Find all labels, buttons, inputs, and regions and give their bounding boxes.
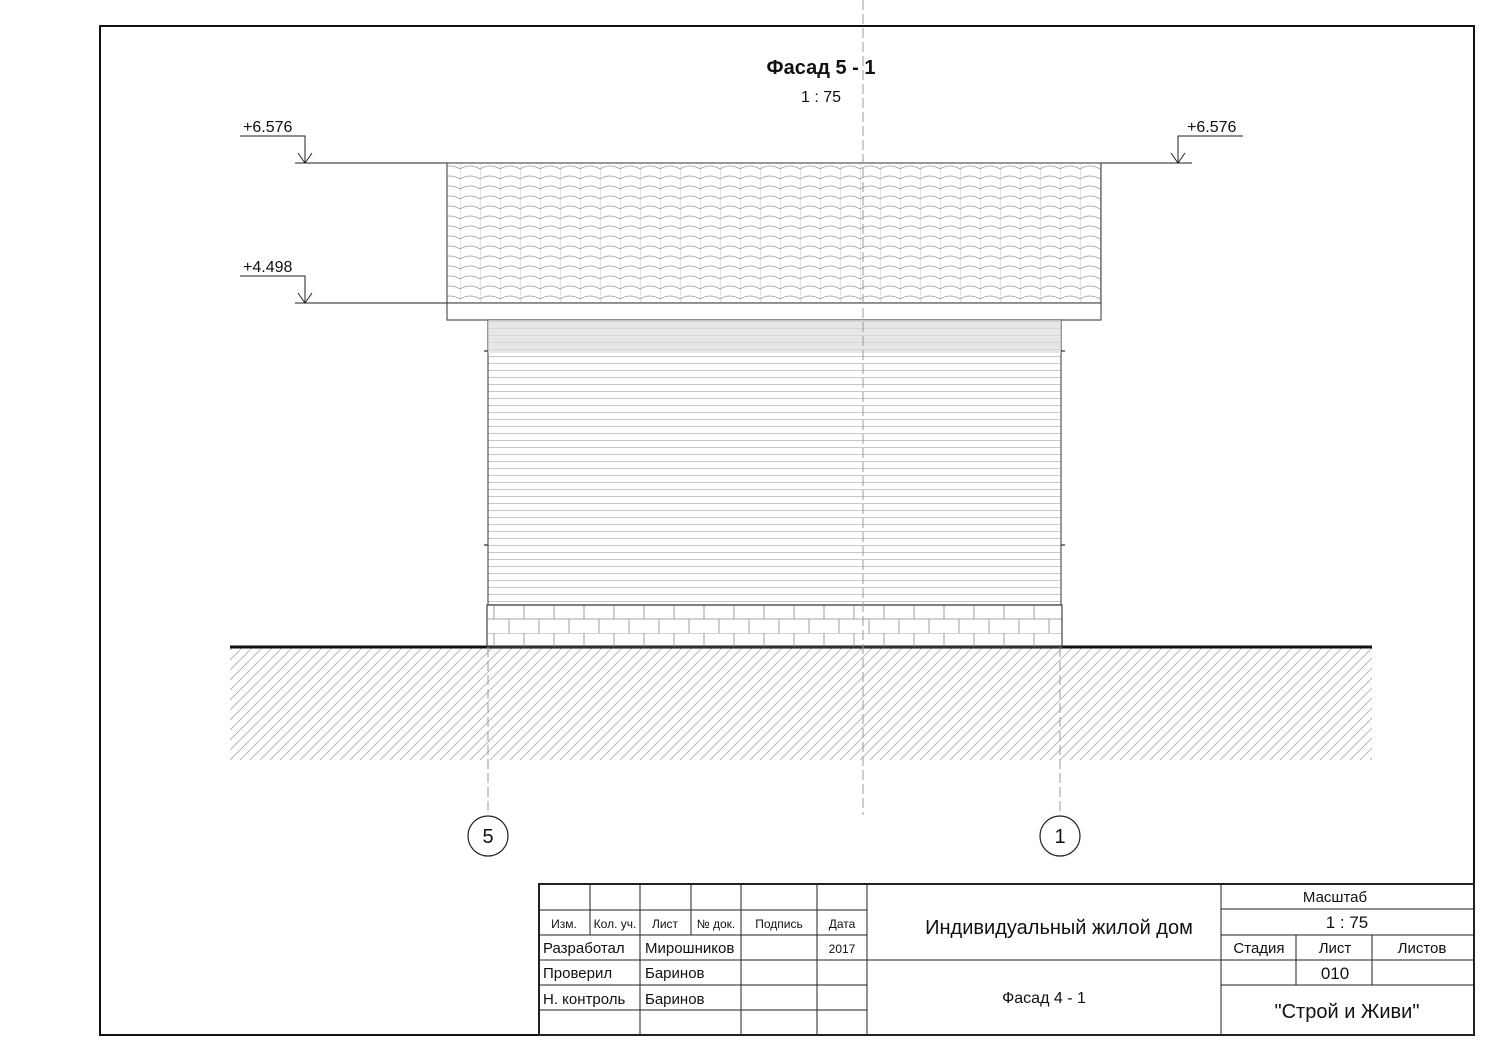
row-role: Н. контроль	[543, 991, 626, 1008]
stage-label: Стадия	[1233, 940, 1284, 957]
wall-shadow-band	[488, 320, 1061, 353]
level-marker-top-left: +6.576	[240, 119, 447, 164]
level-label: +6.576	[1187, 119, 1236, 136]
row-role: Проверил	[543, 965, 612, 982]
row-name: Мирошников	[645, 940, 734, 957]
row-name: Баринов	[645, 991, 705, 1008]
axis-marker-5: 5	[467, 815, 509, 857]
header-doc-no: № док.	[697, 917, 735, 931]
project-name: Индивидуальный жилой дом	[925, 917, 1193, 939]
level-label: +4.498	[243, 259, 292, 276]
header-signature: Подпись	[755, 917, 803, 931]
row-role: Разработал	[543, 940, 625, 957]
level-marker-top-right: +6.576	[1101, 119, 1243, 164]
header-izm: Изм.	[551, 917, 577, 931]
axis-label-5: 5	[482, 826, 493, 848]
roof-fascia	[446, 302, 1102, 321]
axis-label-1: 1	[1054, 826, 1065, 848]
drawing-title: Фасад 5 - 1	[767, 57, 876, 79]
level-label: +6.576	[243, 119, 292, 136]
scale-label: Масштаб	[1303, 889, 1367, 906]
ground-hatch	[230, 648, 1372, 760]
sheets-label: Листов	[1398, 940, 1447, 957]
axis-marker-1: 1	[1039, 815, 1081, 857]
scale-value: 1 : 75	[1326, 913, 1369, 932]
sheet-name: Фасад 4 - 1	[1002, 990, 1086, 1007]
wall-siding	[487, 319, 1062, 606]
drawing-scale: 1 : 75	[801, 89, 841, 106]
brick-plinth	[486, 604, 1063, 648]
title-block	[538, 883, 1475, 1036]
wall-bracket-marks	[484, 350, 1065, 546]
level-marker-eave-left: +4.498	[240, 259, 447, 304]
sheet-value: 010	[1321, 964, 1349, 983]
sheet-label: Лист	[1319, 940, 1352, 957]
row-date: 2017	[829, 942, 856, 956]
header-kol-uch: Кол. уч.	[594, 917, 637, 931]
header-date: Дата	[829, 917, 856, 931]
title-block-text: Изм. Кол. уч. Лист № док. Подпись Дата Р…	[543, 889, 1446, 1023]
roof	[446, 162, 1102, 304]
header-list: Лист	[652, 917, 679, 931]
company-name: "Строй и Живи"	[1275, 1001, 1420, 1023]
row-name: Баринов	[645, 965, 705, 982]
